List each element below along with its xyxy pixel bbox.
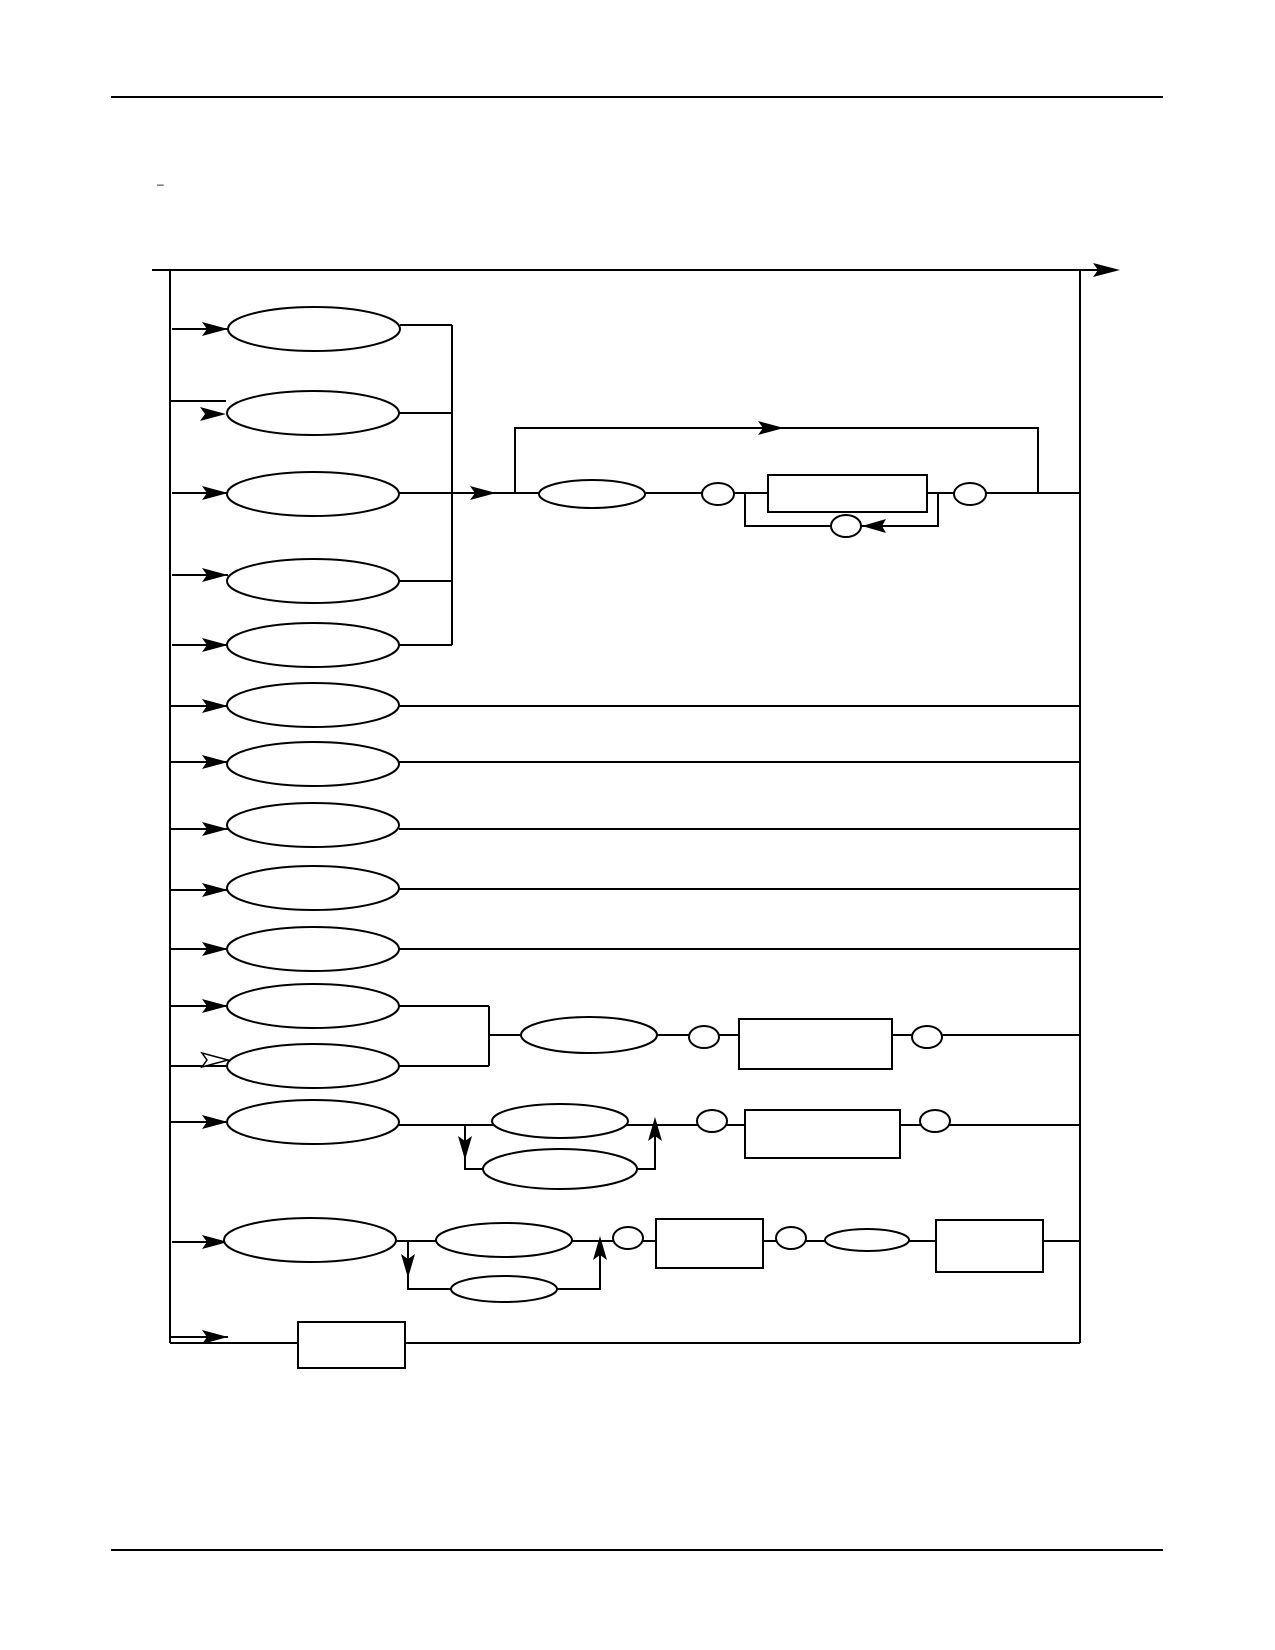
choice-node [450, 1275, 558, 1303]
keyword-node [223, 1217, 397, 1263]
separator-node [830, 514, 862, 538]
keyword-node [226, 390, 400, 436]
keyword-node [226, 802, 400, 848]
choice-node [435, 1222, 573, 1258]
keyword-node [226, 682, 400, 728]
branch-group-1 [170, 306, 1080, 668]
choice-node [482, 1148, 638, 1190]
keyword-node [226, 983, 400, 1029]
open-paren-node [688, 1025, 720, 1049]
keyword-node [226, 471, 400, 517]
close-paren-node [953, 482, 987, 506]
option-node [824, 1228, 910, 1252]
parameter-box [935, 1219, 1044, 1273]
open-paren-node [612, 1226, 644, 1250]
option-node [520, 1016, 658, 1054]
keyword-node [226, 622, 400, 668]
keyword-node [226, 865, 400, 911]
parameter-box [297, 1321, 406, 1369]
branch-group-2 [170, 983, 1080, 1089]
keyword-node [227, 306, 401, 352]
header-rule [111, 96, 1163, 98]
choice-node [491, 1103, 629, 1139]
exit-arrow-icon [1093, 263, 1120, 277]
parameter-box [767, 474, 928, 513]
open-paren-node [701, 482, 735, 506]
close-paren-node [919, 1109, 951, 1133]
parameter-box [738, 1018, 893, 1070]
branch-final [170, 1321, 406, 1369]
option-node [538, 479, 646, 509]
header-dash-mark: – [157, 177, 164, 191]
simple-branches [170, 682, 1080, 972]
parameter-box [655, 1218, 764, 1269]
open-paren-node [696, 1109, 728, 1133]
branch-group-3 [170, 1099, 1080, 1190]
keyword-node [226, 558, 400, 604]
main-trunk [152, 263, 1120, 1344]
keyword-node [226, 1099, 400, 1145]
branch-group-4 [172, 1217, 1080, 1303]
keyword-node [226, 741, 400, 787]
parameter-box [744, 1109, 901, 1159]
footer-rule [111, 1549, 1163, 1551]
keyword-node [226, 926, 400, 972]
separator-node [775, 1226, 807, 1250]
keyword-node [226, 1043, 400, 1089]
close-paren-node [911, 1025, 943, 1049]
